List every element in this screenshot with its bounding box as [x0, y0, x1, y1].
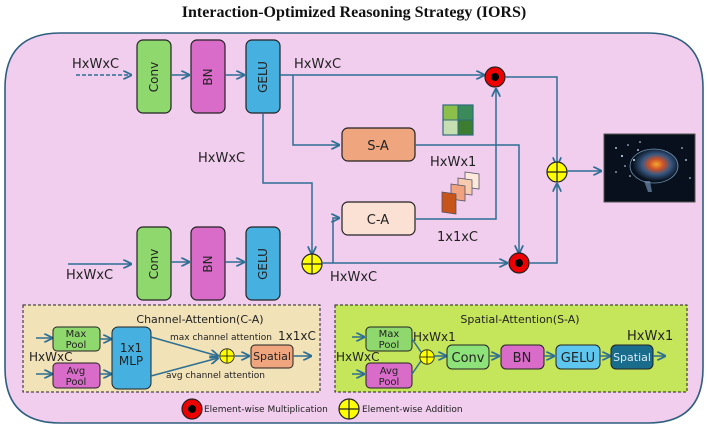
skip-label: HxWxC	[198, 151, 245, 166]
sa-panel-input-label: HxWxC	[336, 350, 379, 364]
avg-channel-label: avg channel attention	[166, 371, 265, 381]
sa-bn-label: BN	[513, 351, 532, 366]
top-output-label: HxWxC	[294, 57, 341, 72]
spatial-map-icon	[442, 104, 474, 136]
ca-max-pool-label-2: Pool	[66, 340, 87, 351]
bottom-conv-label: Conv	[147, 249, 161, 279]
final-add-op	[546, 161, 568, 183]
top-bn-label: BN	[201, 68, 215, 85]
arrow-to-ca	[333, 218, 339, 263]
sa-add-op	[419, 349, 435, 365]
sa-max-pool-label-1: Max	[379, 329, 400, 340]
sa-conv-label: Conv	[452, 351, 485, 366]
ca-add-op	[219, 348, 235, 364]
sa-avg-pool-label-1: Avg	[380, 366, 399, 377]
bottom-multiply-op	[508, 252, 530, 274]
bottom-gelu-label: GELU	[256, 248, 270, 280]
legend-multiply-label: Element-wise Multiplication	[204, 405, 328, 415]
ca-panel-title: Channel-Attention(C-A)	[136, 313, 263, 326]
legend-multiply-icon	[181, 398, 203, 420]
arrow-avg-channel	[150, 358, 218, 377]
sa-spatial-label: Spatial	[613, 351, 651, 364]
arrow-sa-out	[415, 144, 519, 253]
max-channel-label: max channel attention	[170, 333, 272, 343]
sa-bn-block	[500, 344, 545, 370]
sa-max-pool-label-2: Pool	[379, 340, 400, 351]
sa-mid-label: HxWx1	[413, 330, 456, 344]
ca-mlp-block	[111, 326, 152, 390]
ca-mlp-label-1: 1x1	[120, 341, 142, 355]
bottom-input-label: HxWxC	[66, 268, 113, 283]
ca-avg-pool-block	[52, 362, 101, 389]
arrow-to-sa	[292, 75, 339, 145]
top-conv-block	[136, 39, 172, 114]
ca-panel-output-label: 1x1xC	[278, 329, 316, 343]
ca-avg-pool-label-1: Avg	[67, 366, 86, 377]
ca-block-label: C-A	[367, 213, 389, 228]
ca-mlp-label-2: MLP	[119, 354, 143, 368]
arrow-max-channel	[150, 336, 218, 356]
legend-add-label: Element-wise Addition	[362, 405, 463, 415]
brain-image	[603, 133, 696, 203]
bottom-gelu-block	[245, 226, 281, 301]
sa-output-label: HxWx1	[430, 155, 476, 170]
arrow	[411, 338, 422, 353]
arrow	[529, 184, 557, 264]
bottom-conv-block	[136, 226, 172, 301]
channel-stack-icon	[441, 171, 480, 215]
top-gelu-label: GELU	[256, 61, 270, 93]
sa-avg-pool-block	[365, 362, 413, 389]
top-bn-block	[190, 39, 226, 114]
ca-output-label: 1x1xC	[437, 230, 478, 245]
sa-gelu-block	[555, 344, 601, 370]
sa-gelu-label: GELU	[561, 351, 595, 366]
bottom-add-op	[301, 253, 323, 275]
top-multiply-op	[484, 66, 506, 88]
bottom-bn-label: BN	[201, 255, 215, 272]
ca-max-pool-label-1: Max	[66, 329, 87, 340]
ca-spatial-label: Spatial	[253, 350, 291, 363]
sa-panel-output-label: HxWx1	[627, 329, 673, 344]
arrow	[411, 360, 422, 375]
ca-avg-pool-label-2: Pool	[66, 377, 87, 388]
diagram-title: Interaction-Optimized Reasoning Strategy…	[181, 4, 527, 21]
sa-conv-block	[446, 344, 490, 370]
sa-spatial-block	[610, 344, 654, 370]
sa-panel-title: Spatial-Attention(S-A)	[460, 313, 579, 326]
arrow-skip-down	[262, 113, 312, 254]
arrow-ca-out	[415, 89, 496, 220]
top-input-label: HxWxC	[72, 57, 119, 72]
sa-block-label: S-A	[367, 139, 389, 154]
sum-label: HxWxC	[330, 270, 377, 285]
top-conv-label: Conv	[147, 62, 161, 92]
sa-avg-pool-label-2: Pool	[379, 377, 400, 388]
ca-panel-input-label: HxWxC	[29, 350, 72, 364]
arrow	[505, 76, 557, 165]
legend-add-icon	[338, 398, 360, 420]
bottom-bn-block	[190, 226, 226, 301]
